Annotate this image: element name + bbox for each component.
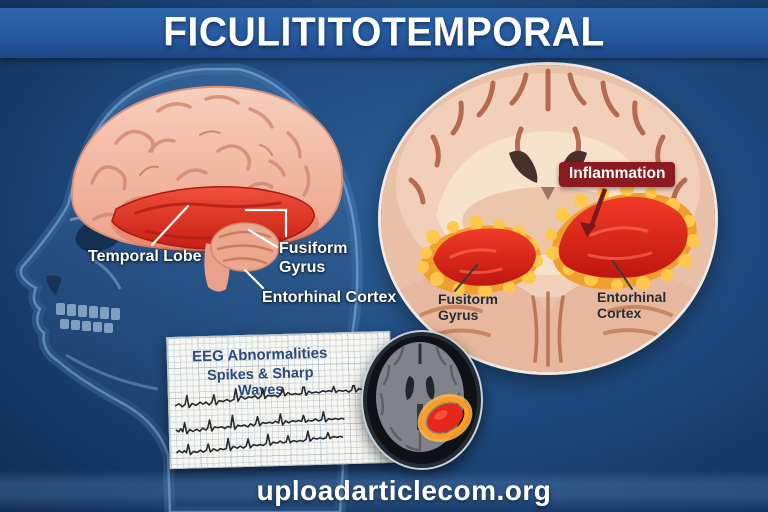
eeg-trace-3 <box>175 430 344 456</box>
inset-entorhinal-label-line1: Entorhinal <box>597 289 667 305</box>
coronal-inset: Inflammation Fusitorm Gyrus Entorhinal C… <box>378 62 718 375</box>
inset-fusiform-label: Fusitorm Gyrus <box>438 291 498 323</box>
inset-entorhinal-label: Entorhinal Cortex <box>597 289 666 321</box>
label-leader-lines <box>150 204 288 290</box>
eeg-panel: EEG Abnormalities Spikes & Sharp Waves <box>166 330 394 470</box>
eeg-trace-2 <box>175 410 345 435</box>
inset-fusiform-label-line1: Fusitorm <box>438 291 498 307</box>
site-url: uploadarticlecom.org <box>256 475 552 506</box>
fusiform-gyrus-label-line2: Gyrus <box>279 259 326 276</box>
teeth <box>56 303 120 333</box>
fusiform-gyrus-label-line1: Fusiform <box>279 240 348 257</box>
nasal-cavity <box>46 275 62 295</box>
inset-leader-lines <box>454 260 633 292</box>
temporal-lobe-label: Temporal Lobe <box>88 248 202 265</box>
title-banner: FICULITITOTEMPORAL <box>0 8 768 58</box>
coronal-brain-illustration <box>381 65 715 372</box>
eeg-trace-1 <box>174 384 373 409</box>
entorhinal-lesion <box>545 182 700 291</box>
mri-scan <box>361 330 483 470</box>
entorhinal-cortex-label: Entorhinal Cortex <box>262 289 397 306</box>
brainstem-striations <box>531 291 565 367</box>
inflammation-badge: Inflammation <box>559 162 676 187</box>
eeg-traces <box>174 384 373 456</box>
inset-entorhinal-label-line2: Cortex <box>597 305 642 321</box>
fusiform-lesion <box>417 216 543 298</box>
eeg-title: EEG Abnormalities <box>191 344 328 366</box>
page-title: FICULITITOTEMPORAL <box>163 10 605 55</box>
mri-lesion <box>417 394 473 442</box>
fusiform-gyrus-label: Fusiform Gyrus <box>279 239 347 277</box>
inset-fusiform-label-line2: Gyrus <box>438 307 479 323</box>
footer-band: uploadarticlecom.org <box>0 470 768 512</box>
